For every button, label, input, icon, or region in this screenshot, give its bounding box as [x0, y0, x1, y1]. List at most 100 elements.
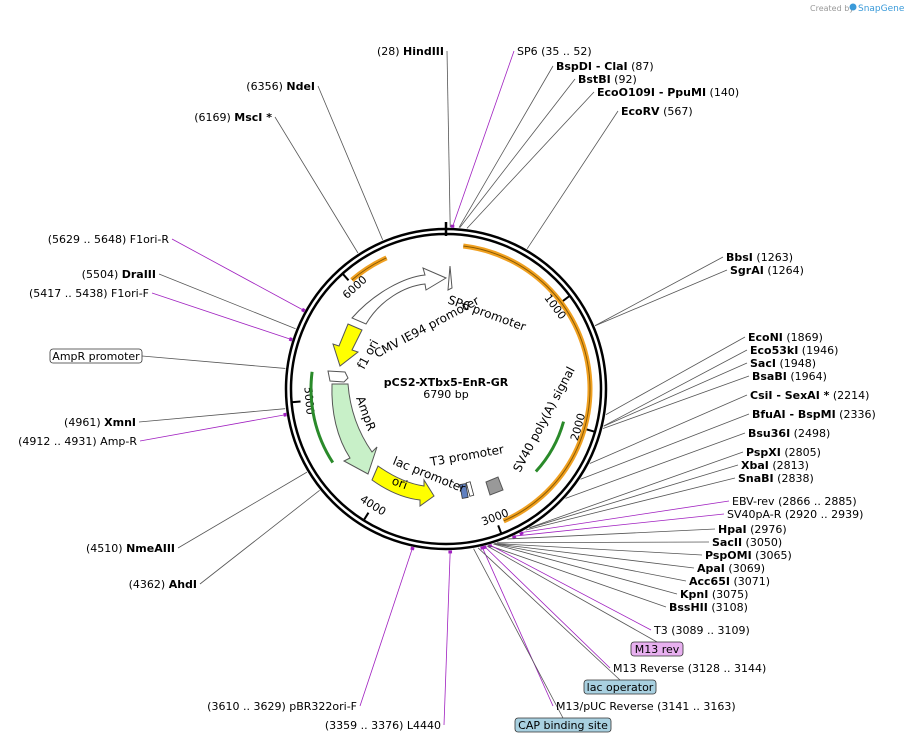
- orange-feature-arc-core-0: [463, 245, 591, 522]
- primer-label-1: (5629 .. 5648) F1ori-R: [48, 233, 170, 246]
- enzyme-leader-left-5: [177, 471, 308, 549]
- tick-mark-6000: [341, 272, 350, 281]
- enzyme-leader-11: [580, 413, 750, 480]
- enzyme-leader-22: [488, 544, 667, 608]
- enzyme-label-left-0: (28) HindIII: [377, 45, 444, 58]
- enzyme-leader-9: [602, 375, 750, 429]
- lac-promoter-box[interactable]: [459, 483, 469, 499]
- ampr-arrow[interactable]: [331, 383, 378, 475]
- enzyme-label-16: HpaI (2976): [718, 523, 787, 536]
- enzyme-label-4: BbsI (1263): [726, 251, 793, 264]
- feature-arcs: [283, 224, 593, 554]
- sv40-polya-box[interactable]: [485, 476, 504, 496]
- primer-leader-0: [452, 50, 515, 228]
- plasmid-name: pCS2-XTbx5-EnR-GR: [384, 376, 509, 389]
- tick-mark-4000: [362, 512, 370, 521]
- enzyme-label-2: EcoO109I - PpuMI (140): [597, 86, 739, 99]
- enzyme-leader-18: [494, 543, 703, 556]
- enzyme-leader-20: [493, 543, 687, 582]
- enzyme-leader-8: [603, 362, 748, 427]
- primer-leader-2: [151, 292, 292, 341]
- f1-ori-arrow[interactable]: [332, 323, 363, 367]
- enzyme-leader-7: [603, 349, 748, 427]
- enzyme-label-5: SgrAI (1264): [730, 264, 804, 277]
- primer-mark-5: [511, 534, 517, 540]
- green-feature-arc-0: [534, 421, 566, 473]
- enzyme-label-12: Bsu36I (2498): [748, 427, 830, 440]
- primer-label-0: SP6 (35 .. 52): [517, 45, 592, 58]
- primer-label-9: (3610 .. 3629) pBR322ori-F: [207, 700, 357, 713]
- enzyme-label-17: SacII (3050): [712, 536, 782, 549]
- tick-label-5000: 5000: [301, 386, 316, 415]
- primer-label-5: SV40pA-R (2920 .. 2939): [727, 508, 863, 521]
- primer-label-8: M13/pUC Reverse (3141 .. 3163): [556, 700, 736, 713]
- enzyme-label-6: EcoNI (1869): [748, 331, 823, 344]
- tick-mark-5000: [291, 400, 301, 404]
- boxed-label-bg-0: [49, 348, 143, 364]
- enzyme-leader-15: [525, 477, 736, 531]
- enzyme-label-22: BssHII (3108): [669, 601, 748, 614]
- boxed-label-bg-2: [583, 679, 657, 695]
- tick-mark-3000: [497, 524, 503, 535]
- boxed-leader-2: [477, 547, 621, 681]
- enzyme-leader-4: [594, 256, 724, 326]
- primer-label-6: T3 (3089 .. 3109): [653, 624, 750, 637]
- ori-arrow[interactable]: [371, 465, 435, 507]
- credit-brand: SnapGene: [858, 4, 905, 14]
- t3-promoter-box[interactable]: [465, 481, 475, 497]
- enzyme-leader-10: [589, 394, 748, 464]
- enzyme-label-10: CsiI - SexAI * (2214): [750, 389, 869, 402]
- enzyme-leader-0: [458, 65, 554, 228]
- enzyme-leader-left-0: [446, 50, 451, 228]
- enzyme-label-9: BsaBI (1964): [752, 370, 827, 383]
- leader-lines: [138, 50, 750, 726]
- feature-label-cmv-promoter: CMV IE94 promoter: [372, 293, 482, 360]
- map-labels: BspDI - ClaI (87)BstBI (92)EcoO109I - Pp…: [18, 45, 876, 733]
- ampr-promoter-arrow[interactable]: [327, 370, 349, 383]
- enzyme-leader-12: [565, 432, 746, 499]
- enzyme-leader-19: [494, 543, 695, 569]
- enzyme-leader-13: [529, 451, 744, 528]
- primer-leader-3: [139, 414, 287, 442]
- feature-label-sv40-polya: SV40 poly(A) signal: [510, 364, 577, 474]
- snapgene-logo-icon: [849, 3, 857, 11]
- plasmid-size: 6790 bp: [423, 388, 468, 401]
- enzyme-label-8: SacI (1948): [750, 357, 816, 370]
- enzyme-leader-left-4: [138, 408, 286, 423]
- boxed-label-1: M13 rev: [635, 643, 680, 656]
- primer-leader-1: [171, 238, 305, 312]
- enzyme-label-left-2: (6169) MscI *: [194, 111, 272, 124]
- enzyme-label-14: XbaI (2813): [741, 459, 809, 472]
- boxed-label-0: AmpR promoter: [52, 350, 140, 363]
- primer-label-3: (4912 .. 4931) Amp-R: [18, 435, 137, 448]
- feature-shapes: [327, 265, 504, 507]
- enzyme-label-7: Eco53kI (1946): [750, 344, 838, 357]
- primer-label-10: (3359 .. 3376) L4440: [325, 719, 441, 732]
- enzyme-leader-1: [459, 78, 576, 228]
- enzyme-label-15: SnaBI (2838): [738, 472, 814, 485]
- enzyme-label-3: EcoRV (567): [621, 105, 693, 118]
- enzyme-label-left-3: (5504) DraIII: [82, 268, 156, 281]
- primer-leader-9: [359, 547, 414, 707]
- boxed-label-bg-3: [514, 717, 612, 733]
- green-feature-arc-1: [309, 371, 335, 464]
- enzyme-leader-6: [605, 336, 746, 415]
- primer-label-2: (5417 .. 5438) F1ori-F: [29, 287, 149, 300]
- primer-leader-4: [520, 500, 730, 533]
- enzyme-leader-14: [528, 464, 739, 529]
- enzyme-leader-3: [526, 110, 619, 250]
- enzyme-label-18: PspOMI (3065): [705, 549, 792, 562]
- enzyme-leader-left-2: [274, 116, 359, 254]
- enzyme-label-21: KpnI (3075): [680, 588, 748, 601]
- boxed-label-bg-1: [630, 641, 684, 657]
- enzyme-label-13: PspXI (2805): [746, 446, 821, 459]
- enzyme-label-left-5: (4510) NmeAIII: [86, 542, 175, 555]
- primer-leader-6: [489, 544, 652, 631]
- feature-label-ori: ori: [390, 474, 409, 492]
- enzyme-label-left-4: (4961) XmnI: [64, 416, 136, 429]
- orange-feature-arc-core-1: [351, 257, 387, 281]
- enzyme-label-11: BfuAI - BspMI (2336): [752, 408, 876, 421]
- enzyme-label-1: BstBI (92): [578, 73, 637, 86]
- cmv-promoter-arrow[interactable]: [351, 267, 448, 325]
- primer-label-4: EBV-rev (2866 .. 2885): [732, 495, 857, 508]
